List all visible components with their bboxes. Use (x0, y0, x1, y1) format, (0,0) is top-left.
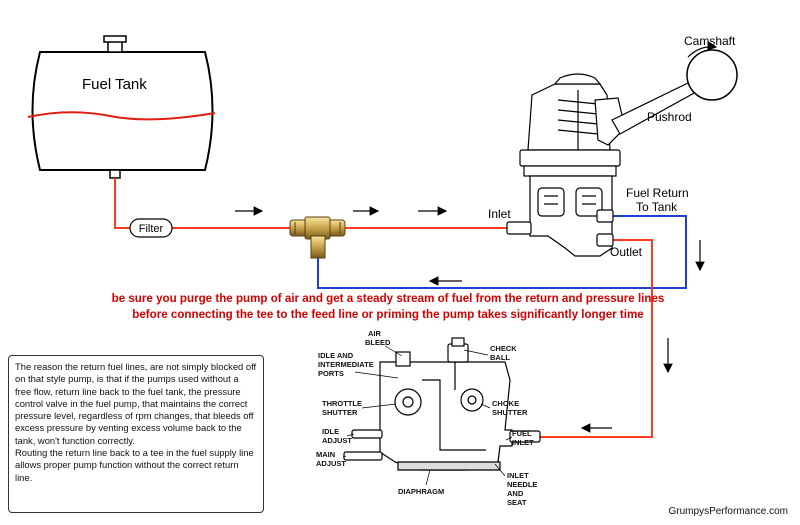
inlet-needle-label: INLET (507, 471, 529, 480)
inlet-needle-label-2: NEEDLE (507, 480, 537, 489)
diaphragm-label: DIAPHRAGM (398, 487, 444, 496)
explanation-note: The reason the return fuel lines, are no… (8, 355, 264, 513)
inlet-label: Inlet (488, 207, 511, 221)
camshaft-label: Camshaft (684, 34, 736, 48)
main-adjust-label: MAIN (316, 450, 335, 459)
filter: Filter (129, 218, 173, 238)
flow-arrows (235, 206, 705, 433)
fuel-tank: Fuel Tank (27, 35, 216, 179)
check-ball-label: CHECK (490, 344, 517, 353)
choke-shutter-label-2: SHUTTER (492, 408, 528, 417)
fuel-inlet-label: FUEL (512, 429, 532, 438)
camshaft: Camshaft (684, 34, 738, 101)
note-paragraph-2: Routing the return line back to a tee in… (15, 447, 254, 483)
fuel-feed-line (114, 178, 507, 229)
purge-warning-line-2: before connecting the tee to the feed li… (132, 308, 644, 321)
fuel-return-label: Fuel Return (626, 186, 689, 200)
air-bleed-label: AIR (368, 329, 382, 338)
inlet-needle-label-4: SEAT (507, 498, 527, 507)
purge-warning-line-1: be sure you purge the pump of air and ge… (111, 292, 665, 305)
brass-tee-fitting (289, 216, 346, 259)
to-tank-label: To Tank (636, 200, 678, 214)
idle-ports-label: IDLE AND (318, 351, 354, 360)
note-paragraph-1: The reason the return fuel lines, are no… (15, 361, 257, 446)
idle-adjust-label: IDLE (322, 427, 339, 436)
throttle-shutter-label: THROTTLE (322, 399, 362, 408)
idle-ports-label-2: INTERMEDIATE (318, 360, 374, 369)
fuel-tank-label: Fuel Tank (82, 76, 147, 93)
choke-shutter-label: CHOKE (492, 399, 519, 408)
air-bleed-label-2: BLEED (365, 338, 391, 347)
outlet-label: Outlet (610, 245, 643, 259)
fuel-inlet-label-2: INLET (512, 438, 534, 447)
idle-ports-label-3: PORTS (318, 369, 344, 378)
check-ball-label-2: BALL (490, 353, 510, 362)
fuel-return-line (317, 215, 687, 289)
carburetor (343, 337, 541, 471)
site-credit: GrumpysPerformance.com (668, 506, 788, 517)
fuel-pump (506, 73, 697, 257)
pushrod-label: Pushrod (647, 110, 692, 124)
carb-labels: AIR BLEED IDLE AND INTERMEDIATE PORTS CH… (316, 329, 537, 507)
throttle-shutter-label-2: SHUTTER (322, 408, 358, 417)
fuel-outlet-line (540, 239, 653, 438)
purge-warning: be sure you purge the pump of air and ge… (78, 291, 698, 323)
inlet-needle-label-3: AND (507, 489, 524, 498)
filter-label: Filter (139, 223, 164, 235)
main-adjust-label-2: ADJUST (316, 459, 346, 468)
carb-leader-lines (342, 345, 513, 486)
idle-adjust-label-2: ADJUST (322, 436, 352, 445)
